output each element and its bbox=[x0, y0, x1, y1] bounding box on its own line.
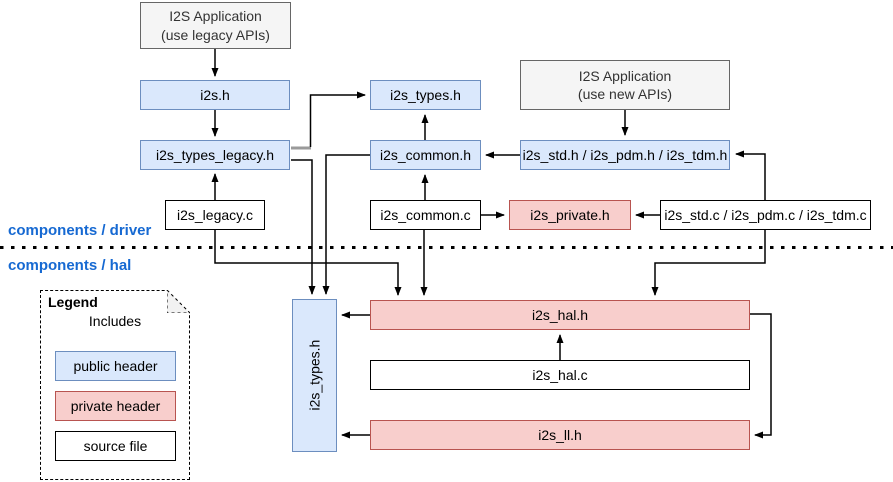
node-label: I2S Application bbox=[578, 67, 672, 84]
node-i2s-common-c: i2s_common.c bbox=[370, 200, 481, 230]
node-i2s-hal-c: i2s_hal.c bbox=[370, 360, 750, 390]
layer-label-components-driver: components / driver bbox=[8, 222, 152, 239]
node-label: I2S Application bbox=[169, 8, 262, 25]
legend-item-label: public header bbox=[73, 357, 158, 374]
node-label: i2s_types.h bbox=[306, 340, 323, 411]
layer-label-components-hal: components / hal bbox=[8, 257, 132, 274]
node-i2s-private-h: i2s_private.h bbox=[509, 200, 631, 230]
node-label: i2s_ll.h bbox=[538, 426, 582, 443]
legend-item-private-header: private header bbox=[55, 391, 176, 421]
layer-divider-dotted-line bbox=[0, 246, 893, 249]
legend-includes-label: Includes bbox=[88, 313, 142, 329]
node-i2s-application-new: I2S Application (use new APIs) bbox=[520, 60, 730, 110]
node-i2s-hal-h: i2s_hal.h bbox=[370, 300, 750, 330]
node-i2s-h: i2s.h bbox=[140, 80, 290, 110]
node-i2s-ll-h: i2s_ll.h bbox=[370, 420, 750, 450]
node-i2s-types-h-hal: i2s_types.h bbox=[292, 299, 337, 452]
legend-item-public-header: public header bbox=[55, 351, 176, 381]
node-label: i2s_hal.c bbox=[532, 366, 588, 383]
node-label: i2s_hal.h bbox=[531, 306, 589, 323]
node-label: i2s_common.h bbox=[379, 146, 472, 163]
node-label: i2s.h bbox=[200, 86, 230, 103]
node-label: i2s_types.h bbox=[390, 86, 461, 103]
node-i2s-common-h: i2s_common.h bbox=[370, 140, 481, 170]
legend-item-label: private header bbox=[70, 397, 161, 414]
node-label: i2s_std.h / i2s_pdm.h / i2s_tdm.h bbox=[522, 146, 728, 163]
legend: Legend Includes public header private he… bbox=[40, 290, 190, 480]
legend-item-label: source file bbox=[83, 437, 148, 454]
legend-title: Legend bbox=[48, 294, 98, 310]
node-label: (use legacy APIs) bbox=[161, 26, 270, 43]
node-label: i2s_common.c bbox=[380, 206, 471, 223]
node-label: i2s_legacy.c bbox=[176, 206, 253, 223]
node-i2s-types-legacy-h: i2s_types_legacy.h bbox=[140, 140, 290, 170]
node-label: (use new APIs) bbox=[577, 86, 673, 102]
legend-item-source-file: source file bbox=[55, 431, 176, 461]
node-label: i2s_private.h bbox=[530, 206, 610, 223]
node-i2s-std-pdm-tdm-c: i2s_std.c / i2s_pdm.c / i2s_tdm.c bbox=[660, 200, 871, 230]
node-i2s-std-pdm-tdm-h: i2s_std.h / i2s_pdm.h / i2s_tdm.h bbox=[520, 140, 730, 170]
node-i2s-application-legacy: I2S Application (use legacy APIs) bbox=[140, 2, 291, 49]
node-label: i2s_std.c / i2s_pdm.c / i2s_tdm.c bbox=[664, 206, 867, 223]
legend-folded-corner-icon bbox=[167, 290, 190, 313]
node-i2s-types-h-driver: i2s_types.h bbox=[370, 80, 481, 110]
node-i2s-legacy-c: i2s_legacy.c bbox=[165, 200, 265, 230]
node-label: i2s_types_legacy.h bbox=[155, 146, 275, 163]
